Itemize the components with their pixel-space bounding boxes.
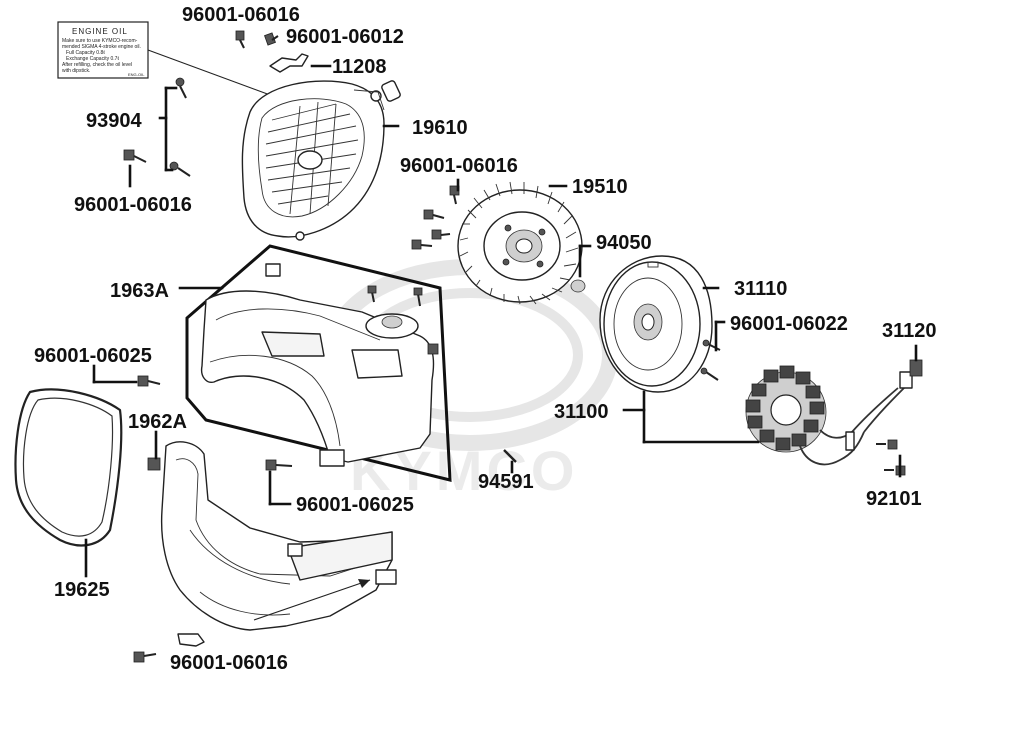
- label-19625: 19625: [54, 579, 110, 601]
- lower-shroud-1962A: [147, 441, 397, 631]
- shroud-group-box: [185, 244, 452, 482]
- leader-lines: [84, 64, 918, 578]
- label-96001-06012: 96001-06012: [286, 26, 404, 48]
- flywheel-31110: [599, 255, 713, 393]
- label-94050: 94050: [596, 232, 652, 254]
- label-19510: 19510: [572, 176, 628, 198]
- screw-93904-a: [175, 77, 187, 99]
- fan-cover-19610: [241, 80, 385, 241]
- label-96001-06025-left: 96001-06025: [34, 345, 152, 367]
- screws-96001-06022: [700, 339, 721, 381]
- label-96001-06016-fan: 96001-06016: [400, 155, 518, 177]
- pin-94591: [503, 449, 517, 463]
- label-96001-06016-left: 96001-06016: [74, 194, 192, 216]
- cooling-fan-19510: [457, 181, 583, 305]
- label-31120: 31120: [882, 320, 937, 342]
- decal-code: ENG-OIL: [128, 72, 145, 77]
- stator-31120: [745, 359, 923, 466]
- decal-line-1: Make sure to use KYMCO-recom-: [62, 38, 138, 44]
- shroud-1963A: [200, 263, 439, 467]
- decal-line-6: with dipstick.: [62, 68, 90, 74]
- part-number-labels: 96001-06016 96001-06012 11208 93904 1961…: [34, 4, 937, 674]
- label-1963A: 1963A: [110, 280, 169, 302]
- bolt-96001-06016-top: [235, 30, 245, 49]
- label-11208: 11208: [332, 56, 387, 78]
- clip-and-bolt-96001-06016-bottom: [133, 633, 205, 663]
- nut-94050: [570, 279, 586, 293]
- cap-part: [381, 80, 401, 102]
- label-92101: 92101: [866, 488, 922, 510]
- bolt-96001-06012: [264, 32, 279, 46]
- bolt-96001-06025-right: [265, 459, 293, 471]
- label-96001-06016-bottom: 96001-06016: [170, 652, 288, 674]
- bracket-11208: [269, 53, 309, 73]
- label-96001-06025-right: 96001-06025: [296, 494, 414, 516]
- decal-line-4: Exchange Capacity 0.7ℓ: [66, 56, 119, 62]
- engine-oil-decal: ENGINE OIL Make sure to use KYMCO-recom-…: [57, 21, 301, 108]
- gasket-19625: [14, 388, 123, 547]
- decal-line-3: Full Capacity 0.8ℓ: [66, 50, 105, 56]
- label-96001-06022: 96001-06022: [730, 313, 848, 335]
- bolt-96001-06016-left: [123, 149, 147, 163]
- label-31110: 31110: [734, 278, 787, 300]
- screw-93904-b: [169, 161, 191, 177]
- decal-title: ENGINE OIL: [72, 27, 128, 36]
- bolt-96001-06025-left: [137, 375, 161, 387]
- decal-line-2: mended SIGMA 4-stroke engine oil.: [62, 44, 141, 50]
- label-19610: 19610: [412, 117, 468, 139]
- label-96001-06016-top: 96001-06016: [182, 4, 300, 26]
- label-94591: 94591: [478, 471, 534, 493]
- decal-line-5: After refilling, check the oil level: [62, 62, 132, 68]
- label-1962A: 1962A: [128, 411, 187, 433]
- bolts-96001-06016-fan: [411, 185, 460, 250]
- label-93904: 93904: [86, 110, 142, 132]
- label-31100: 31100: [554, 401, 609, 423]
